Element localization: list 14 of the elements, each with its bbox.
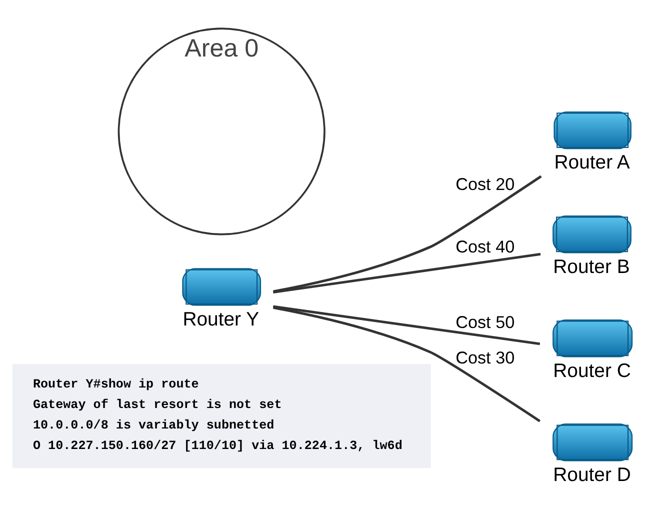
connector xyxy=(273,305,540,346)
node-label: Router Y xyxy=(182,308,260,330)
edge-label: Cost 50 xyxy=(456,312,515,332)
node-label: Router B xyxy=(553,256,630,278)
edge-label: Cost 30 xyxy=(456,348,515,368)
node-label: Router C xyxy=(553,360,631,382)
node-circle: Area 0 xyxy=(118,28,326,236)
connector xyxy=(273,306,541,422)
connector xyxy=(273,175,542,293)
edge-label: Cost 40 xyxy=(456,236,515,257)
node-label: Router D xyxy=(553,464,631,486)
edge-label: Cost 20 xyxy=(456,174,515,194)
connector xyxy=(273,252,541,294)
node-label: Router A xyxy=(554,152,630,174)
